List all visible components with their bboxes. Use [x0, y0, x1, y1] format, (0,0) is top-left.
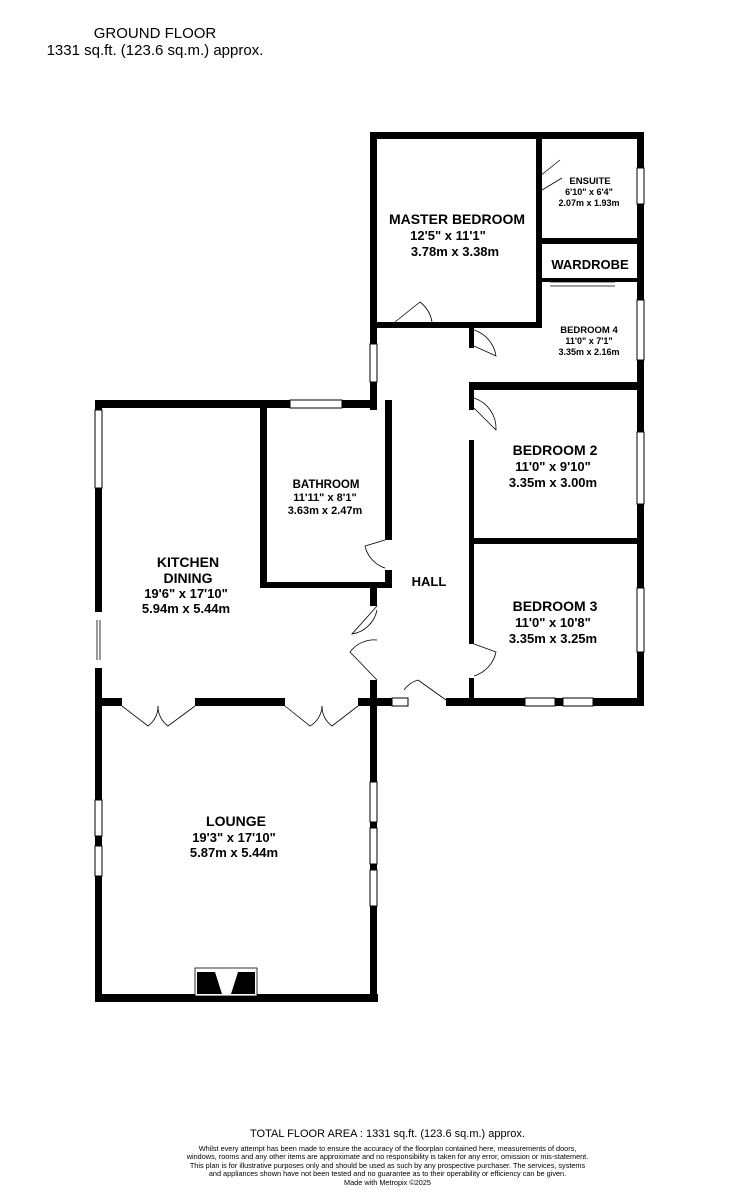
- lounge-imperial: 19'3" x 17'10": [192, 830, 276, 845]
- credit: Made with Metropix ©2025: [344, 1177, 431, 1187]
- floor-area: 1331 sq.ft. (123.6 sq.m.) approx.: [46, 42, 264, 59]
- bedroom2-metric: 3.35m x 3.00m: [509, 475, 597, 490]
- kitchen-name-2: DINING: [164, 570, 213, 586]
- floor-title: GROUND FLOOR: [93, 25, 217, 42]
- bathroom-imperial: 11'11" x 8'1": [293, 492, 356, 504]
- bedroom2-name: BEDROOM 2: [513, 442, 598, 458]
- master-bedroom-name: MASTER BEDROOM: [389, 211, 525, 227]
- ensuite-name: ENSUITE: [569, 176, 610, 187]
- bathroom-name: BATHROOM: [293, 479, 360, 491]
- kitchen-imperial: 19'6" x 17'10": [144, 586, 228, 601]
- bedroom2-imperial: 11'0" x 9'10": [515, 459, 591, 474]
- bedroom3-imperial: 11'0" x 10'8": [515, 615, 591, 630]
- kitchen-metric: 5.94m x 5.44m: [142, 601, 230, 616]
- kitchen-name: KITCHEN: [157, 554, 219, 570]
- bedroom3-name: BEDROOM 3: [513, 598, 598, 614]
- bedroom3-metric: 3.35m x 3.25m: [509, 631, 597, 646]
- windows: [94, 167, 645, 907]
- lounge-name: LOUNGE: [206, 813, 266, 829]
- ensuite-imperial: 6'10" x 6'4": [565, 187, 613, 197]
- footer: TOTAL FLOOR AREA : 1331 sq.ft. (123.6 sq…: [185, 1128, 590, 1187]
- bedroom4-name: BEDROOM 4: [560, 325, 618, 336]
- bedroom4-metric: 3.35m x 2.16m: [558, 347, 619, 357]
- lounge-metric: 5.87m x 5.44m: [190, 845, 278, 860]
- room-labels: MASTER BEDROOM 12'5" x 11'1" 3.78m x 3.3…: [142, 176, 629, 860]
- hall-name: HALL: [412, 574, 447, 589]
- doors: [96, 133, 615, 727]
- bathroom-metric: 3.63m x 2.47m: [288, 505, 363, 517]
- master-bedroom-metric: 3.78m x 3.38m: [411, 244, 499, 259]
- bedroom4-imperial: 11'0" x 7'1": [565, 336, 612, 346]
- wardrobe-name: WARDROBE: [551, 257, 629, 272]
- disclaimer: Whilst every attempt has been made to en…: [186, 1144, 589, 1179]
- master-bedroom-imperial: 12'5" x 11'1": [410, 228, 486, 243]
- total-floor-area: TOTAL FLOOR AREA : 1331 sq.ft. (123.6 sq…: [250, 1128, 525, 1140]
- fireplace: [194, 967, 258, 997]
- ensuite-metric: 2.07m x 1.93m: [558, 198, 619, 208]
